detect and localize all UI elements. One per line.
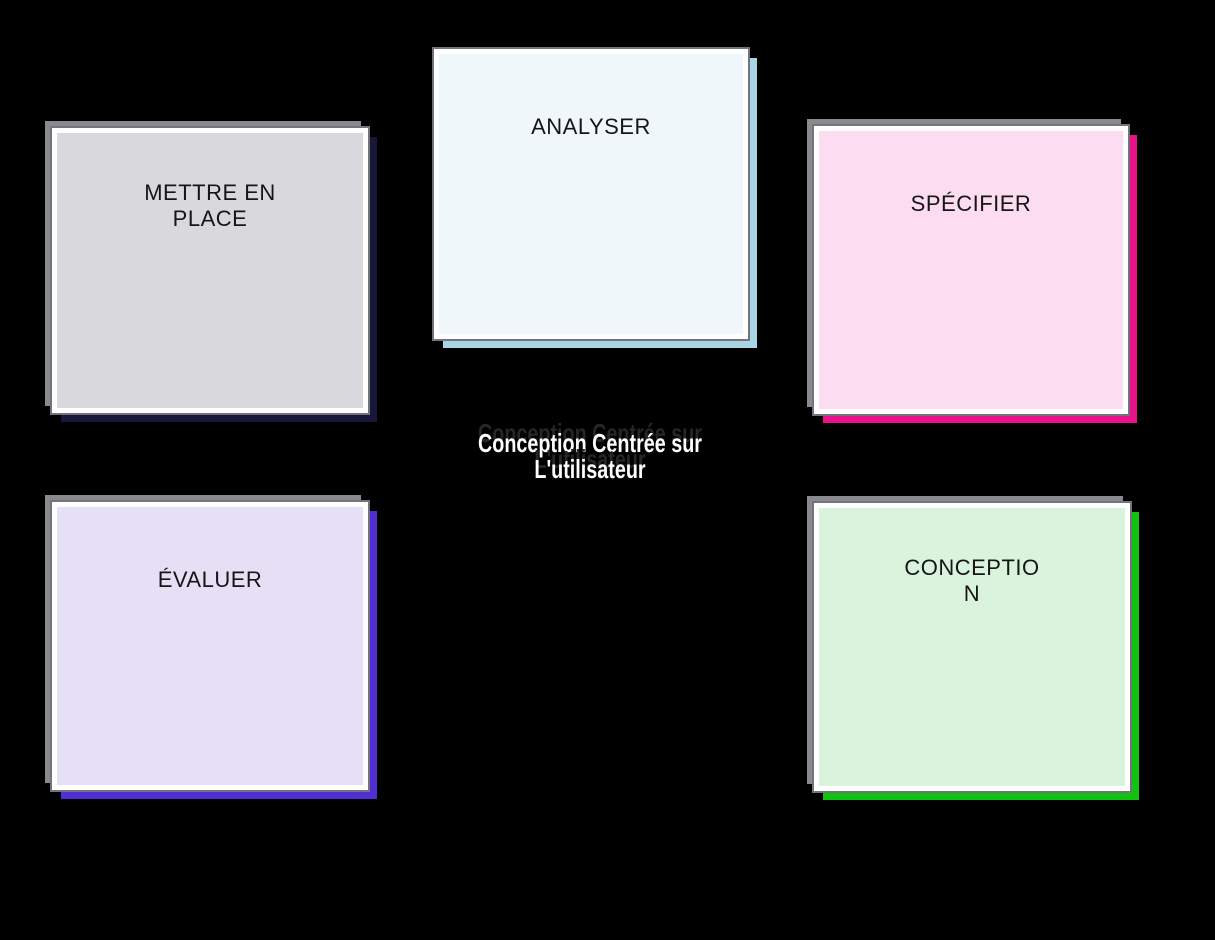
shape-label-analyser: ANALYSER <box>531 114 651 139</box>
shape-specifier: SPÉCIFIER <box>812 124 1130 416</box>
shape-evaluer: ÉVALUER <box>50 500 370 792</box>
shape-label-specifier: SPÉCIFIER <box>910 191 1032 216</box>
shape-label-evaluer: ÉVALUER <box>157 567 263 592</box>
shape-analyser: ANALYSER <box>432 47 750 341</box>
diagram-title: Conception Centrée sur L'utilisateur <box>478 428 702 484</box>
shape-label-mettre-en-place: METTRE EN PLACE <box>144 180 276 231</box>
shape-label-conception: CONCEPTION <box>904 555 1040 606</box>
shape-conception: CONCEPTION <box>812 501 1132 793</box>
shape-mettre-en-place: METTRE EN PLACE <box>50 126 370 415</box>
